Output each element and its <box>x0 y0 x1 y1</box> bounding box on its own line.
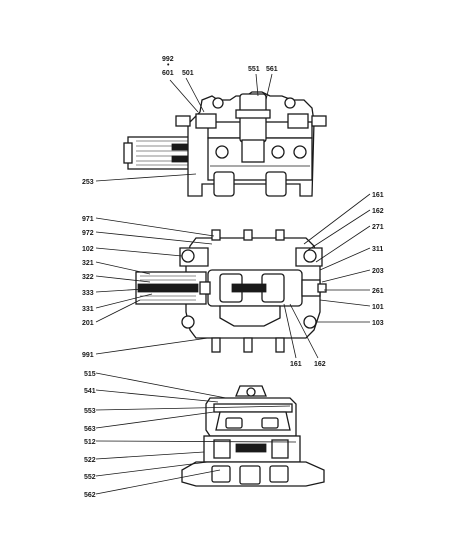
callout-103: 103 <box>372 320 384 327</box>
callout-991: 991 <box>82 352 94 359</box>
callout-551: 551 <box>248 66 260 73</box>
callout-562: 562 <box>84 492 96 499</box>
callout-201: 201 <box>82 320 94 327</box>
callout-501: 501 <box>182 70 194 77</box>
callout-311: 311 <box>372 246 383 253</box>
callout-333: 333 <box>82 290 94 297</box>
top-view: 992 • 601 501 551 561 253 <box>82 56 327 197</box>
callout-992: 992 <box>162 56 174 63</box>
callout-203: 203 <box>372 268 384 275</box>
bottom-view: 515 541 553 563 512 522 552 562 <box>84 371 325 499</box>
callout-162: 162 <box>372 208 384 215</box>
callout-331: 331 <box>82 306 94 313</box>
callout-261: 261 <box>372 288 384 295</box>
callout-561: 561 <box>266 66 278 73</box>
callout-553: 553 <box>84 408 96 415</box>
callout-322: 322 <box>82 274 94 281</box>
callout-972: 972 <box>82 230 94 237</box>
callout-541: 541 <box>84 388 96 395</box>
callout-971: 971 <box>82 216 94 223</box>
callout-515: 515 <box>84 371 96 378</box>
callout-563: 563 <box>84 426 96 433</box>
callout-dot: • <box>167 62 170 69</box>
callout-321: 321 <box>82 260 94 267</box>
callout-512: 512 <box>84 439 96 446</box>
callout-253: 253 <box>82 179 94 186</box>
callout-102: 102 <box>82 246 94 253</box>
callout-161-bottom: 161 <box>290 361 302 368</box>
callout-271: 271 <box>372 224 384 231</box>
callout-552: 552 <box>84 474 96 481</box>
callout-101: 101 <box>372 304 384 311</box>
callout-162-bottom: 162 <box>314 361 326 368</box>
callout-522: 522 <box>84 457 96 464</box>
middle-view: 971 972 102 321 322 333 331 201 991 161 … <box>82 192 384 368</box>
callout-601: 601 <box>162 70 174 77</box>
callout-161: 161 <box>372 192 384 199</box>
